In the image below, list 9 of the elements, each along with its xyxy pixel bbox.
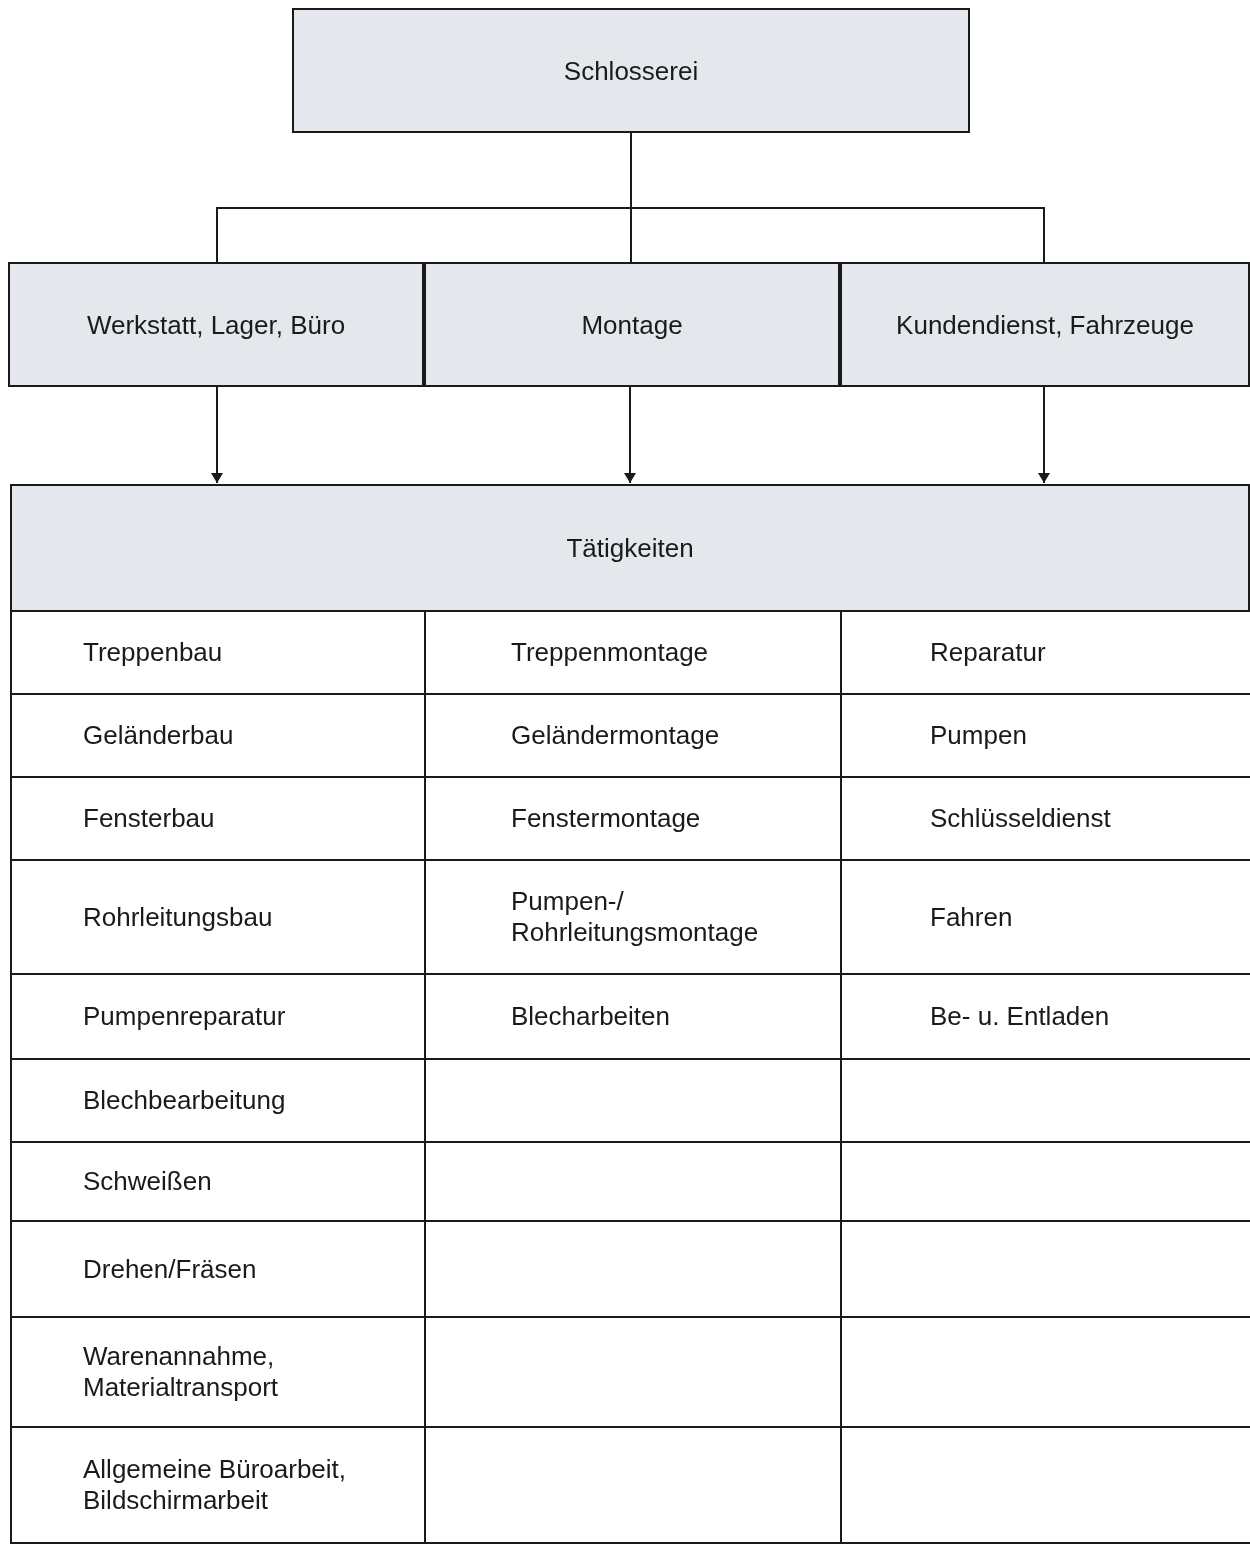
table-header: Tätigkeiten <box>10 484 1250 612</box>
arrow <box>624 386 636 484</box>
activity-cell: Allgemeine Büroarbeit, Bildschirmarbeit <box>10 1426 426 1544</box>
arrow <box>211 386 223 484</box>
company-box: Schlosserei <box>292 8 970 133</box>
department-box: Werkstatt, Lager, Büro <box>8 262 424 387</box>
arrow <box>1038 386 1050 484</box>
department-box: Montage <box>424 262 840 387</box>
department-box: Kundendienst, Fahrzeuge <box>840 262 1250 387</box>
